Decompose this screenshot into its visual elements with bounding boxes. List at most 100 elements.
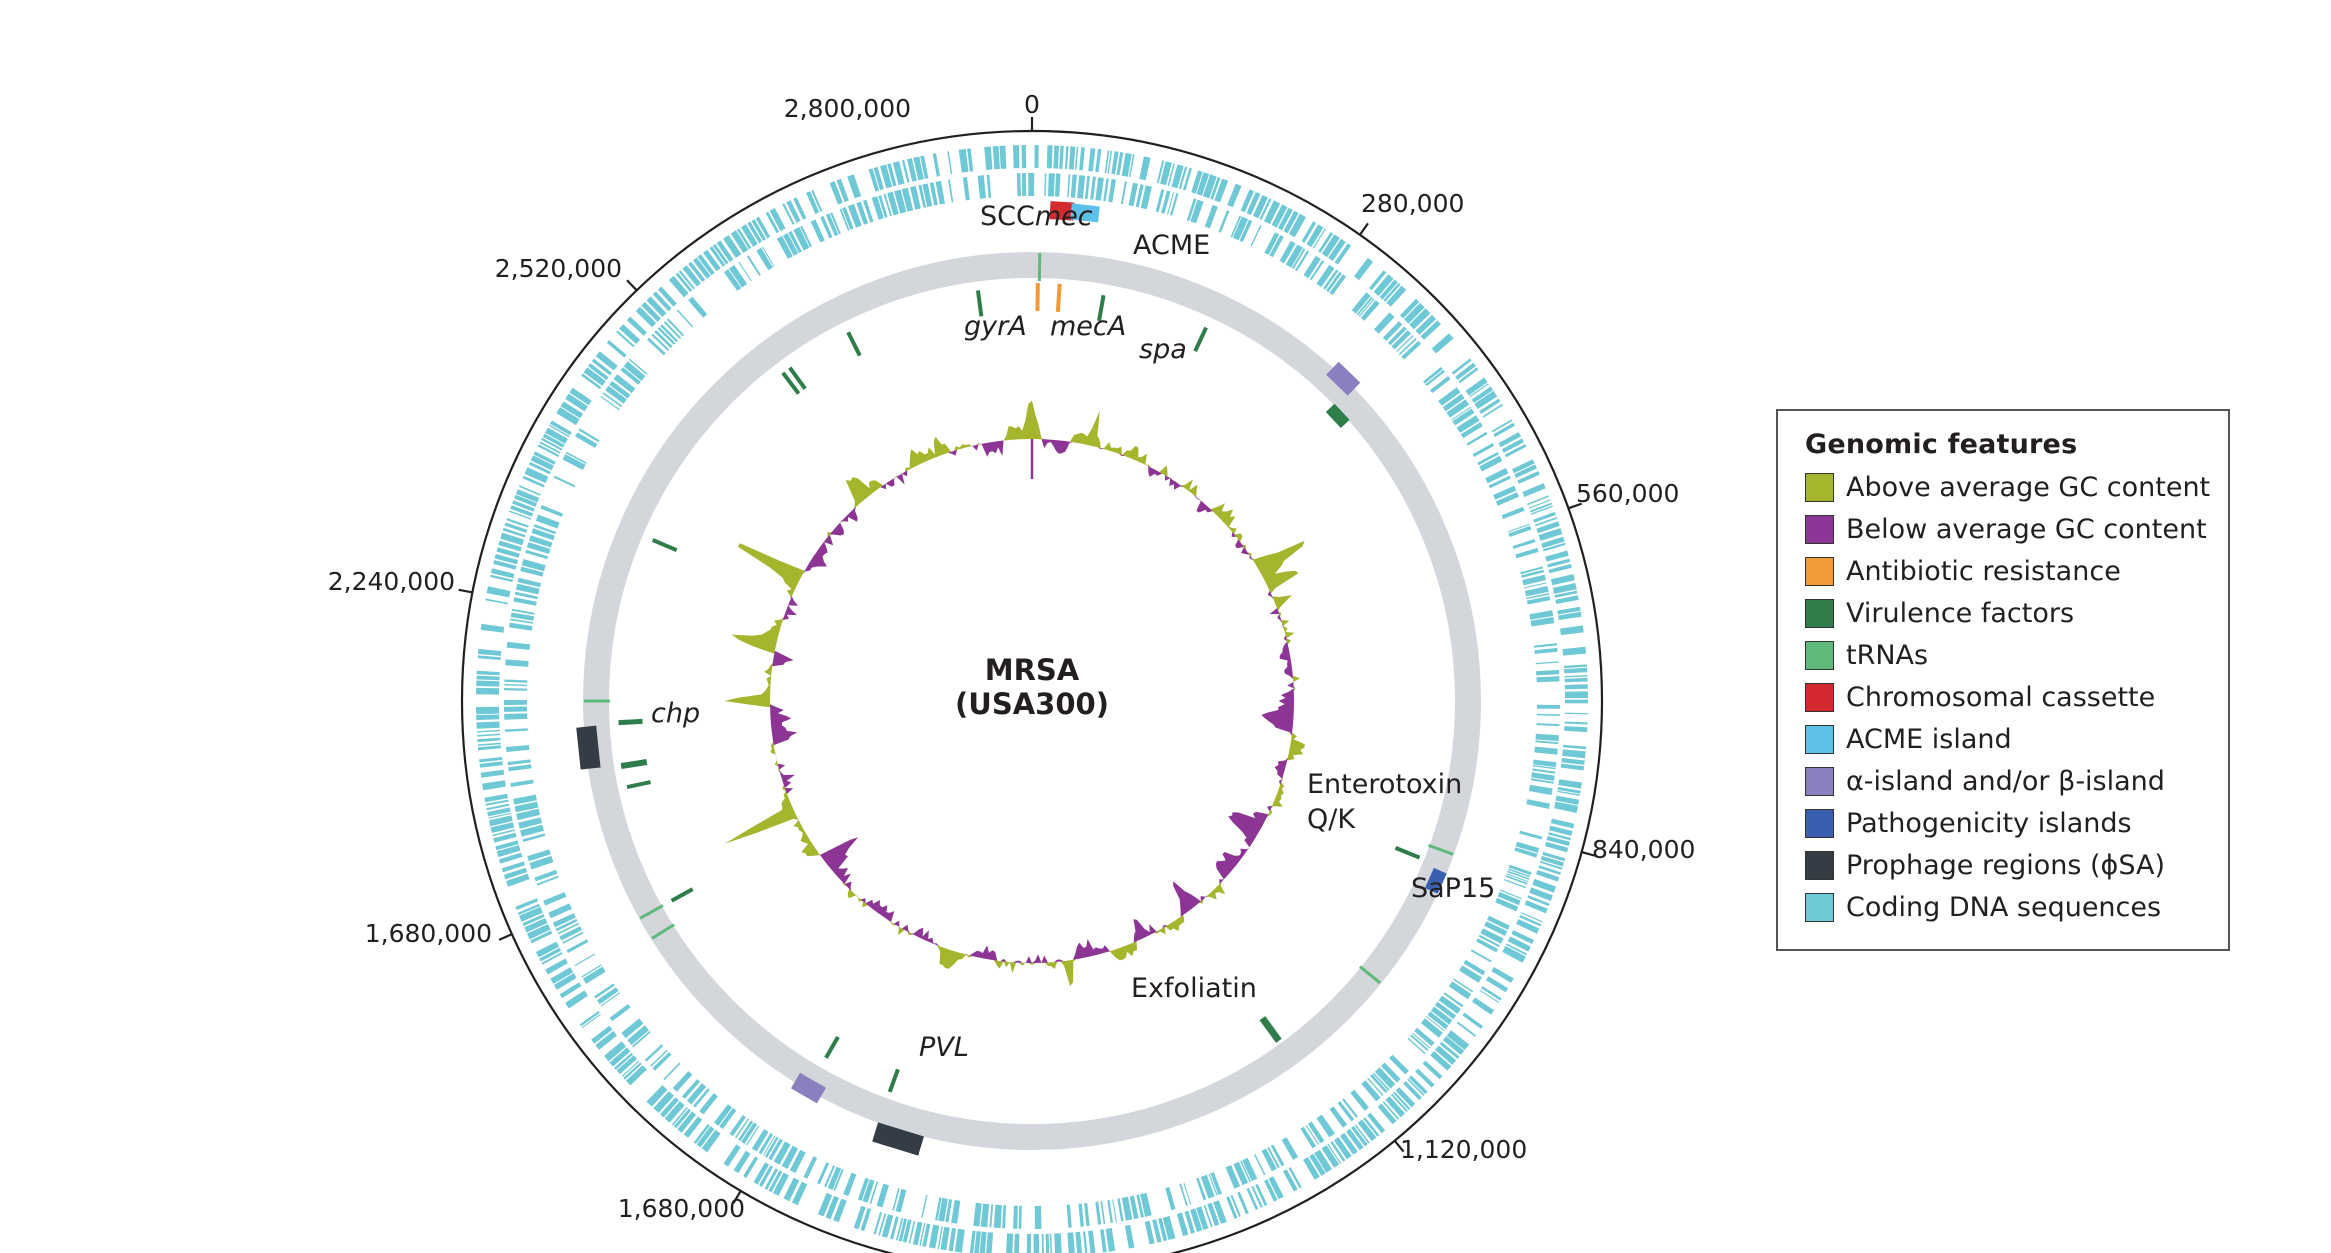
virulence-factor-marker <box>1193 326 1208 353</box>
axis-tick-label: 840,000 <box>1592 835 1695 864</box>
virulence-factor-marker <box>1325 403 1350 429</box>
spa-virulence-marker <box>1097 294 1106 322</box>
trna-marker <box>1359 965 1382 985</box>
axis-tick <box>626 279 638 292</box>
axis-tick-label: 2,240,000 <box>328 567 455 596</box>
legend-item: Coding DNA sequences <box>1805 886 2228 928</box>
axis-tick-label: 280,000 <box>1361 189 1464 218</box>
chp-label: chp <box>651 698 700 729</box>
virulence-factor-marker <box>651 538 678 553</box>
legend-label: Below average GC content <box>1846 513 2207 545</box>
axis-tick <box>1581 850 1596 857</box>
axis-tick <box>1359 222 1369 236</box>
legend-swatch <box>1805 892 1834 922</box>
legend-item: Below average GC content <box>1805 508 2228 550</box>
legend-label: α-island and/or β-island <box>1846 765 2165 797</box>
legend-swatch <box>1805 808 1834 838</box>
axis-tick-label: 2,520,000 <box>495 254 622 283</box>
virulence-factor-marker <box>824 1036 840 1059</box>
virulence-factor-marker <box>781 371 801 395</box>
axis-tick <box>732 1190 742 1204</box>
gyra-label: gyrA <box>964 311 1027 342</box>
chp-virulence-marker <box>618 718 643 726</box>
legend-item: Prophage regions (ϕSA) <box>1805 844 2228 886</box>
axis-tick-label: 2,800,000 <box>784 94 911 123</box>
center-title-line1: MRSA <box>985 653 1080 687</box>
virulence-factor-marker <box>626 780 651 790</box>
legend-item: tRNAs <box>1805 634 2228 676</box>
axis-tick <box>458 588 473 594</box>
legend-label: Coding DNA sequences <box>1846 891 2162 923</box>
acme-island-marker <box>1070 203 1100 223</box>
exfoliatin-virulence-marker <box>1259 1016 1282 1043</box>
center-title-line2: (USA300) <box>955 687 1109 721</box>
legend-label: Virulence factors <box>1846 597 2075 629</box>
virulence-factor-marker <box>846 331 862 357</box>
legend-item: α-island and/or β-island <box>1805 760 2228 802</box>
axis-tick-label: 1,680,000 <box>618 1194 745 1223</box>
legend-label: Pathogenicity islands <box>1846 807 2132 839</box>
virulence-factor-marker <box>670 887 694 903</box>
trna-marker <box>639 904 664 920</box>
legend-item: Chromosomal cassette <box>1805 676 2228 718</box>
enterotoxin-virulence-marker <box>1394 845 1421 860</box>
legend-swatch <box>1805 682 1834 712</box>
legend-label: Chromosomal cassette <box>1846 681 2156 713</box>
axis-tick <box>498 933 513 941</box>
legend-item: Pathogenicity islands <box>1805 802 2228 844</box>
axis-tick-label: 560,000 <box>1576 479 1679 508</box>
legend-swatch <box>1805 724 1834 754</box>
meca-resistance-marker <box>1055 283 1062 312</box>
meca-label: mecA <box>1050 311 1126 342</box>
legend-item: Antibiotic resistance <box>1805 550 2228 592</box>
virulence-factor-marker <box>620 759 648 770</box>
feature-markers <box>576 201 1454 1156</box>
legend-swatch <box>1805 556 1834 586</box>
alpha-island-marker <box>1326 361 1361 396</box>
legend-label: Antibiotic resistance <box>1846 555 2121 587</box>
legend-box: Genomic features Above average GC conten… <box>1776 409 2230 951</box>
gc-content-plot <box>724 400 1305 987</box>
legend-label: Above average GC content <box>1846 471 2211 503</box>
virulence-factor-marker <box>975 290 984 317</box>
acme-label: ACME <box>1133 230 1210 261</box>
legend-swatch <box>1805 640 1834 670</box>
legend-swatch <box>1805 598 1834 628</box>
legend-swatch <box>1805 766 1834 796</box>
legend-label: Prophage regions (ϕSA) <box>1846 849 2165 881</box>
virulence-factor-marker <box>788 366 807 390</box>
enterotoxin-label-line2: Q/K <box>1307 804 1356 835</box>
pvl-label: PVL <box>919 1032 969 1063</box>
legend-title: Genomic features <box>1805 429 2078 460</box>
legend-label: tRNAs <box>1846 639 1929 671</box>
legend-label: ACME island <box>1846 723 2012 755</box>
trna-marker <box>651 923 675 940</box>
axis-tick-label: 0 <box>1024 90 1040 119</box>
axis-tick <box>1393 1140 1405 1153</box>
sccmec-label: SCCmec <box>980 201 1093 232</box>
exfoliatin-label: Exfoliatin <box>1131 973 1257 1004</box>
enterotoxin-label-line1: Enterotoxin <box>1307 769 1462 800</box>
legend-item: Above average GC content <box>1805 466 2228 508</box>
axis-tick <box>1568 502 1582 510</box>
legend-item: Virulence factors <box>1805 592 2228 634</box>
legend-swatch <box>1805 850 1834 880</box>
legend-item: ACME island <box>1805 718 2228 760</box>
beta-island-marker <box>791 1072 826 1104</box>
pvl-virulence-marker <box>887 1068 900 1093</box>
trna-marker <box>1428 843 1454 856</box>
sap15-island-marker <box>1424 867 1447 894</box>
prophage-region-marker <box>872 1122 924 1156</box>
axis-tick-label: 1,120,000 <box>1400 1135 1527 1164</box>
feature-labels: SCCmec ACME gyrA mecA spa chp Enterotoxi… <box>651 201 1495 1063</box>
axis-tick-label: 1,680,000 <box>365 919 492 948</box>
axis-ticks: 0 280,000 560,000 840,000 1,120,000 1,680,000… <box>328 90 1696 1223</box>
sap15-label: SaP15 <box>1411 873 1495 904</box>
spa-label: spa <box>1139 334 1187 365</box>
legend-swatch <box>1805 472 1834 502</box>
prophage-region-marker <box>576 725 601 770</box>
legend-swatch <box>1805 514 1834 544</box>
sccmec-cassette-marker <box>1049 201 1075 221</box>
